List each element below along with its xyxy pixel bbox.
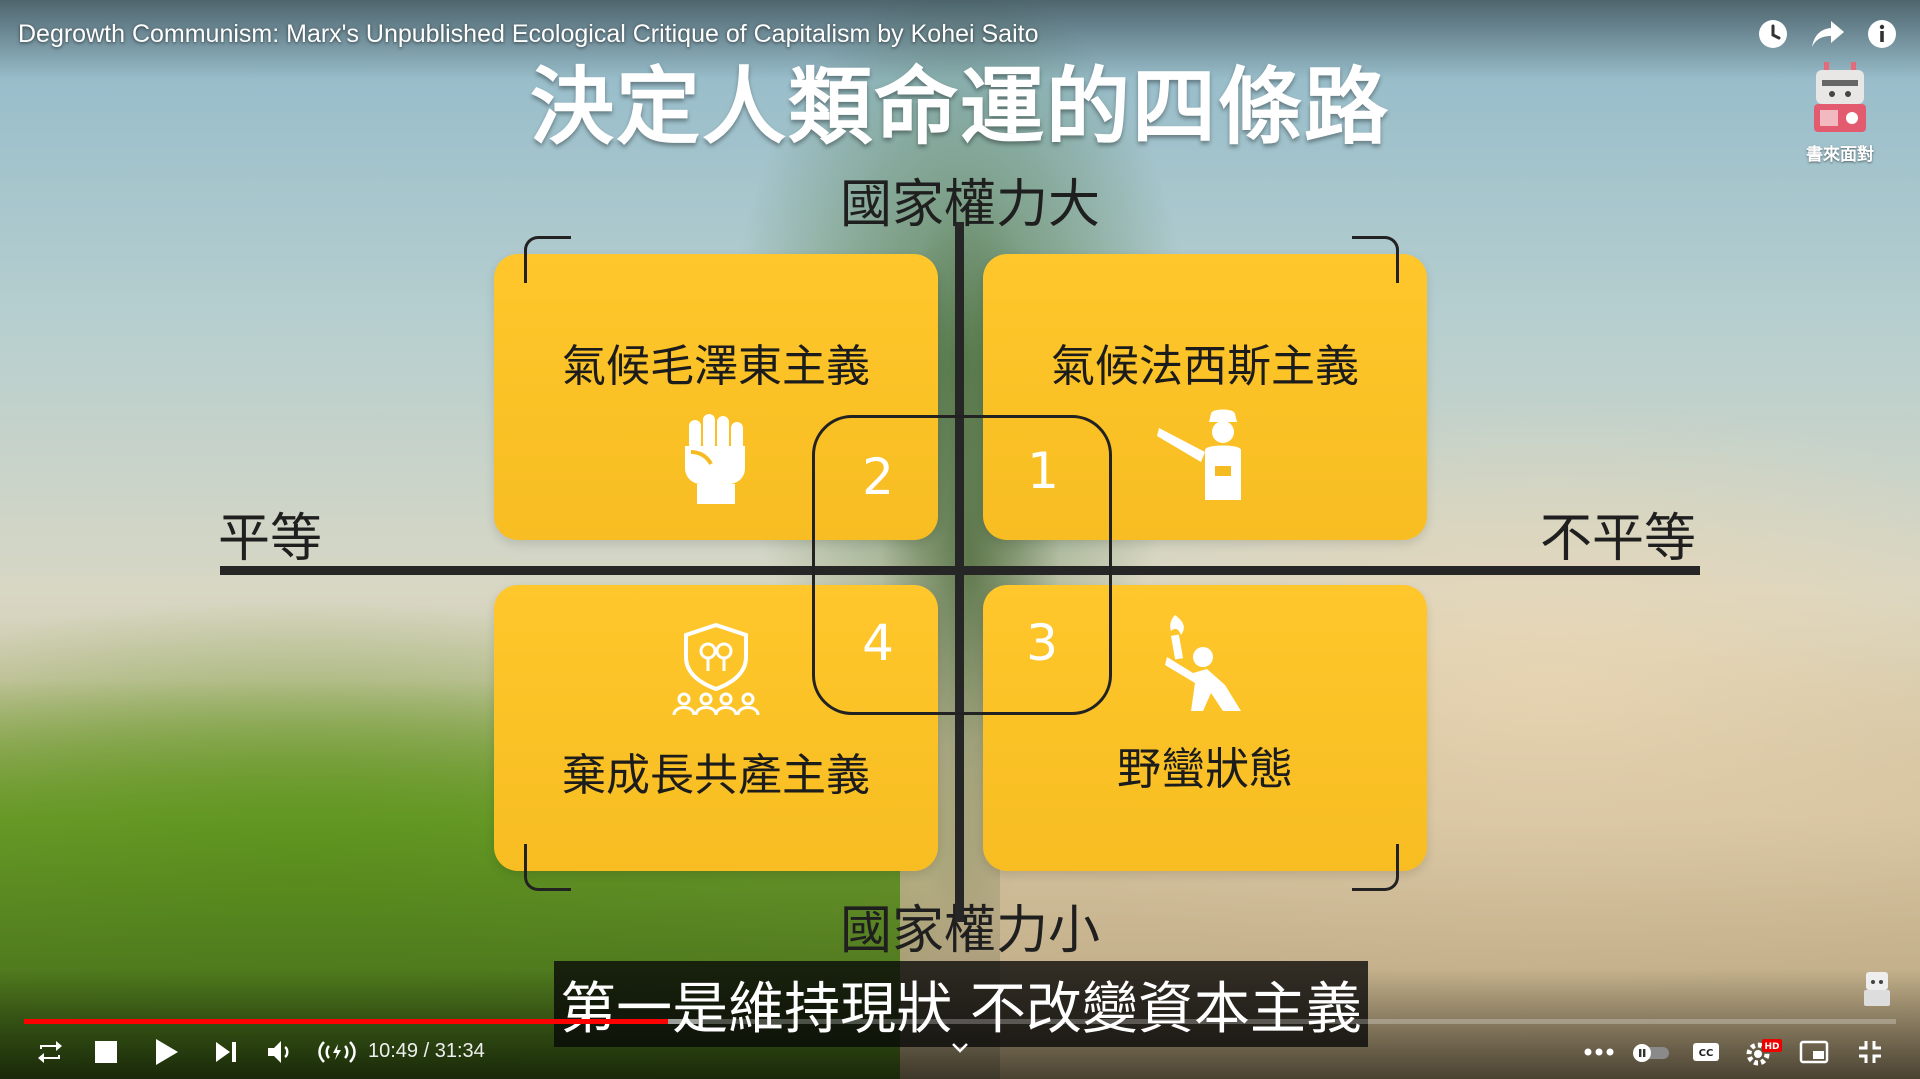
quadrant-label: 野蠻狀態 [1117,744,1293,795]
share-icon[interactable] [1810,16,1846,52]
progress-played [24,1019,669,1024]
watermark-logo[interactable] [1862,968,1892,1008]
settings-icon[interactable]: HD [1742,1034,1786,1070]
bracket-bottom-right [1352,844,1399,891]
miniplayer-icon[interactable] [1796,1034,1832,1070]
info-icon[interactable] [1864,16,1900,52]
exit-fullscreen-icon[interactable] [1852,1034,1888,1070]
quadrant-bottom-left: 棄成長共產主義 [494,585,938,871]
volume-icon[interactable] [262,1034,298,1070]
torch-bearer-icon [1153,613,1249,717]
next-icon[interactable] [208,1034,244,1070]
community-shield-icon [670,621,762,721]
axis-label-bottom: 國家權力小 [840,901,1101,961]
quadrant-bottom-right: 野蠻狀態 [983,585,1427,871]
quadrant-top-left: 氣候毛澤東主義 [494,254,938,540]
hd-badge: HD [1764,1042,1779,1052]
raised-fist-icon [681,412,751,508]
police-officer-icon [1155,408,1255,504]
caption-subtitle: 第一是維持現狀 不改變資本主義 [554,961,1368,1047]
channel-mascot-icon [1814,62,1866,132]
bracket-bottom-left [524,844,571,891]
play-icon[interactable] [148,1034,184,1070]
loop-icon[interactable] [32,1034,68,1070]
channel-logo[interactable]: 書來面對 [1795,62,1885,165]
channel-name: 書來面對 [1806,145,1874,165]
captions-icon[interactable]: CC [1688,1034,1724,1070]
axis-label-top: 國家權力大 [840,175,1101,235]
quadrant-number: 2 [862,448,894,506]
progress-bar[interactable] [24,1019,1896,1024]
clock-icon[interactable] [1755,16,1791,52]
center-number-box [812,415,1112,715]
svg-text:CC: CC [1699,1048,1714,1059]
slide-title: 決定人類命運的四條路 [529,58,1390,156]
quadrant-label: 氣候毛澤東主義 [562,341,870,392]
more-icon[interactable] [1582,1034,1616,1070]
quadrant-number: 3 [1026,614,1058,672]
quadrant-label: 氣候法西斯主義 [1051,341,1359,392]
quadrant-number: 1 [1027,442,1059,500]
bracket-top-left [524,236,571,283]
horizontal-axis [220,566,1700,575]
quadrant-label: 棄成長共產主義 [562,750,870,801]
video-title[interactable]: Degrowth Communism: Marx's Unpublished E… [18,20,1039,48]
axis-label-left: 平等 [218,509,323,569]
live-icon[interactable] [316,1034,358,1070]
bracket-top-right [1352,236,1399,283]
time-display: 10:49 / 31:34 [368,1040,485,1062]
axis-label-right: 不平等 [1540,509,1697,569]
autoplay-toggle[interactable] [1630,1034,1672,1070]
chevron-down-icon[interactable] [950,1040,970,1054]
stop-icon[interactable] [88,1034,124,1070]
quadrant-number: 4 [862,614,894,672]
quadrant-top-right: 氣候法西斯主義 [983,254,1427,540]
top-gradient [0,0,1920,80]
